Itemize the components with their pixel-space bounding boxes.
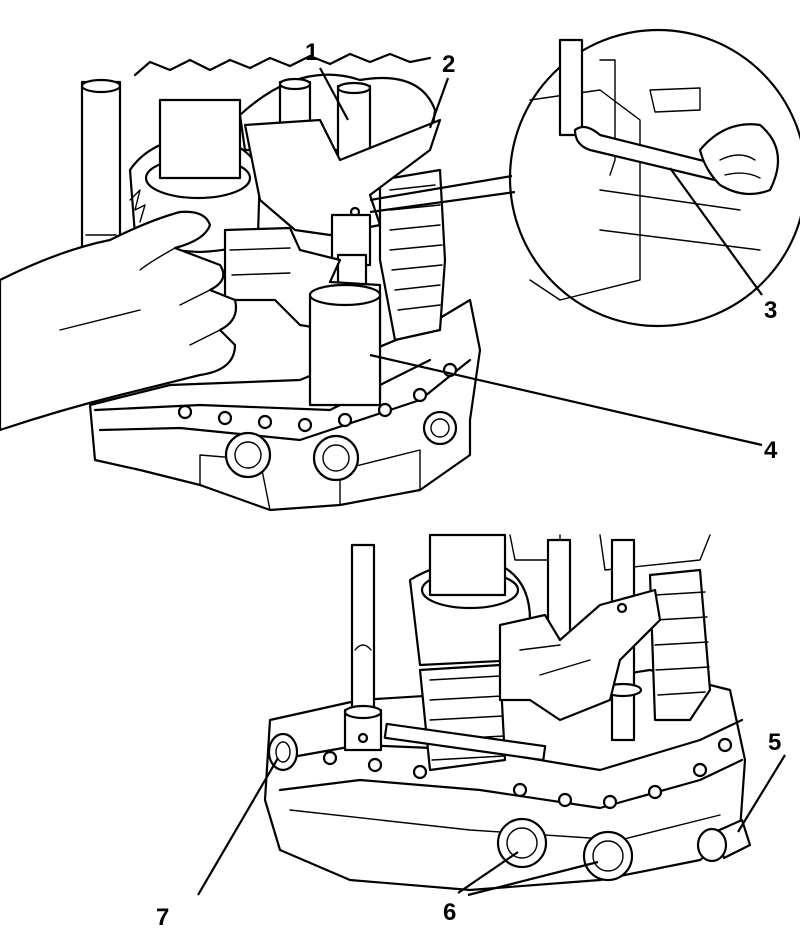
- plugs-bottom: [267, 732, 752, 882]
- leader-3: [669, 167, 763, 296]
- leader-7: [197, 757, 279, 896]
- top-assembly-view: 1 2 3 4: [0, 28, 800, 512]
- bottom-assembly-view: 5 6 7: [156, 533, 786, 931]
- gearbox-housing-top: [88, 298, 482, 512]
- leader-4: [369, 353, 763, 447]
- callout-3: 3: [764, 297, 777, 324]
- leader-1: [319, 67, 349, 121]
- callout-1: 1: [305, 39, 318, 66]
- technician-hand: [0, 210, 238, 432]
- callout-2: 2: [442, 51, 455, 78]
- detail-magnifier: [369, 28, 800, 328]
- rail-bar: [383, 722, 547, 762]
- leader-6b: [467, 860, 599, 897]
- leader-6a: [457, 851, 519, 894]
- leader-5: [737, 754, 786, 833]
- special-tool: [223, 226, 382, 407]
- callout-7: 7: [156, 904, 169, 931]
- shift-fork-bottom: [498, 588, 662, 722]
- callout-4: 4: [764, 437, 778, 464]
- callout-6: 6: [443, 899, 456, 926]
- callout-5: 5: [768, 729, 781, 756]
- leader-2: [428, 77, 450, 129]
